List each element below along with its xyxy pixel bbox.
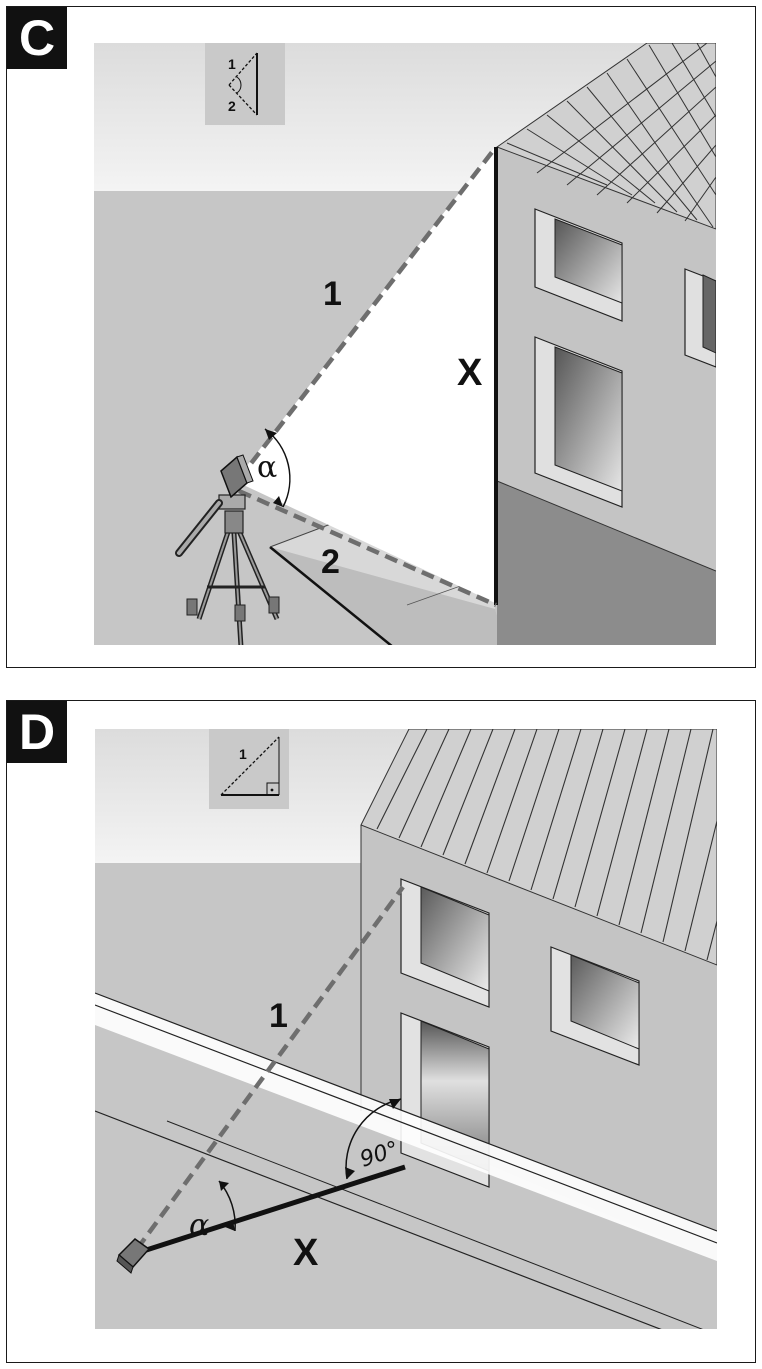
curb-line	[269, 546, 393, 645]
roof	[495, 43, 716, 230]
label-angle-alpha: α	[257, 450, 277, 485]
icon-c-label-1: 1	[228, 56, 236, 72]
laser-measure-device	[220, 454, 254, 499]
panel-d: D	[6, 700, 756, 1363]
icon-box-d: 1	[209, 729, 289, 809]
window-upper-right	[684, 268, 716, 368]
panel-c-badge: C	[7, 7, 67, 69]
tripod	[175, 494, 280, 645]
panel-d-badge: D	[7, 701, 67, 763]
icon-d-label-1: 1	[239, 746, 247, 762]
measurement-line-1	[237, 145, 498, 481]
house-base	[497, 481, 716, 645]
panel-c-scene: 1 2 1 2 X α	[94, 43, 716, 645]
baseline-x	[136, 1164, 406, 1256]
sidewalk-band	[95, 993, 717, 1261]
laser-measure-device	[116, 1238, 151, 1274]
panel-c: C	[6, 6, 756, 668]
label-line-1: 1	[269, 997, 288, 1035]
roof-hatching	[506, 43, 716, 228]
alpha-arrow-bottom	[225, 1221, 235, 1231]
window-upper-right	[550, 946, 640, 1066]
roof-hatching	[376, 729, 717, 961]
window-upper-left	[400, 878, 490, 1008]
road-edge	[166, 1120, 703, 1329]
measurement-triangle	[235, 147, 495, 603]
roof	[360, 729, 717, 966]
curb-line-mid	[95, 1004, 717, 1244]
icon-c-label-2: 2	[228, 98, 236, 114]
angle-arc-90	[345, 1098, 402, 1180]
alpha-arrow-top	[219, 1181, 229, 1191]
ninety-arrow-bottom	[345, 1167, 355, 1179]
road-line	[95, 1110, 662, 1329]
base-line	[496, 480, 716, 572]
panel-d-scene: 1 1 X α 90°	[95, 729, 717, 1329]
label-line-1: 1	[323, 275, 342, 313]
icon-box-c: 1 2	[205, 43, 285, 125]
ninety-arrow-top	[389, 1099, 401, 1109]
measurement-line-2	[238, 488, 497, 608]
window-lower-left	[534, 336, 623, 508]
angle-arrow-bottom	[273, 496, 283, 507]
measurement-line-1	[135, 885, 405, 1251]
label-baseline-x: X	[293, 1232, 319, 1274]
label-angle-alpha: α	[189, 1208, 209, 1243]
pavement-edge	[270, 547, 507, 645]
label-line-2: 2	[321, 543, 340, 581]
angle-arrow-top	[265, 429, 277, 440]
window-upper-left	[534, 208, 623, 322]
curb-line-top	[95, 992, 717, 1232]
label-height-x: X	[457, 352, 483, 394]
